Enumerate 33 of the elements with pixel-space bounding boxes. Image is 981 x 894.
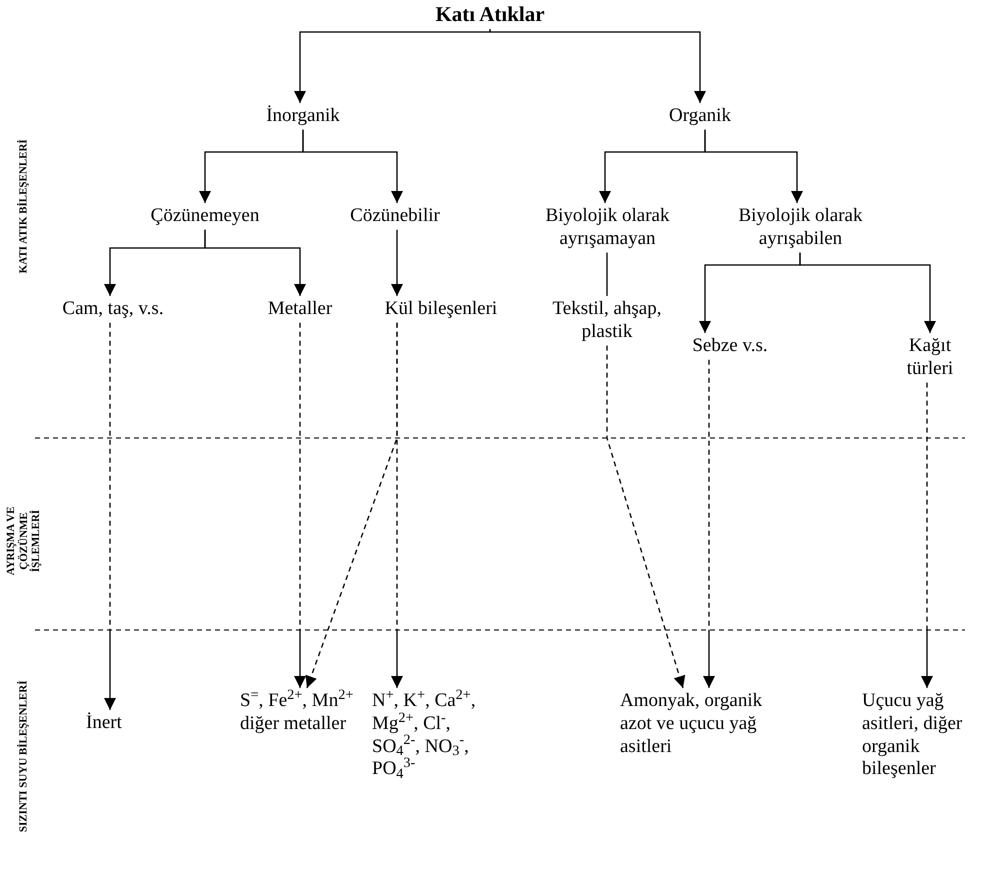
arrow [294, 29, 491, 103]
arrow [799, 252, 936, 333]
arrow [606, 346, 686, 688]
arrow [204, 230, 306, 296]
category-text: İnert [86, 712, 123, 735]
category-text: Biyolojik olarak ayrışabilen [737, 205, 864, 251]
arrow [489, 29, 706, 103]
category-text: Cözünebilir [349, 205, 441, 228]
category-text: Amonyak, organik azot ve uçucu yağ asitleri [620, 690, 764, 758]
category-text: S$^{=}$, Fe$^{2+}$, Mn$^{2+}$ diğer metaller [240, 690, 354, 736]
arrow [302, 130, 403, 203]
category-text: Cam, taş, v.s. [61, 298, 165, 321]
arrow [391, 230, 403, 296]
category-text: Çözünemeyen [150, 205, 260, 228]
category-text: Kağıt türleri [906, 335, 954, 381]
category-text: İnorganik [265, 105, 341, 128]
category-text: Uçucu yağ asitleri, diğer organik bileşenler [862, 690, 964, 782]
band-label: KATI ATIK BİLEŞENLERİ [18, 138, 30, 276]
arrow [921, 382, 933, 688]
category-text: Sebze v.s. [691, 335, 769, 358]
root-heading: Katı Atıklar [434, 2, 546, 28]
arrow [704, 130, 803, 203]
arrow [391, 322, 403, 688]
category-text: Tekstil, ahşap, plastik [552, 298, 662, 344]
band-label: SIZINTI SUYU BİLEŞENLERİ [18, 680, 30, 834]
category-text: Biyolojik olarak ayrışamayan [544, 205, 670, 251]
category-text: Metaller [266, 298, 334, 321]
arrow [294, 322, 306, 688]
arrow [104, 322, 116, 710]
band-label: AYRIŞMA VE ÇÖZÜNME İŞLEMLERİ [5, 506, 43, 578]
category-text: Organik [668, 105, 732, 128]
category-text: Kül bileşenleri [384, 298, 498, 321]
arrow [703, 360, 715, 688]
